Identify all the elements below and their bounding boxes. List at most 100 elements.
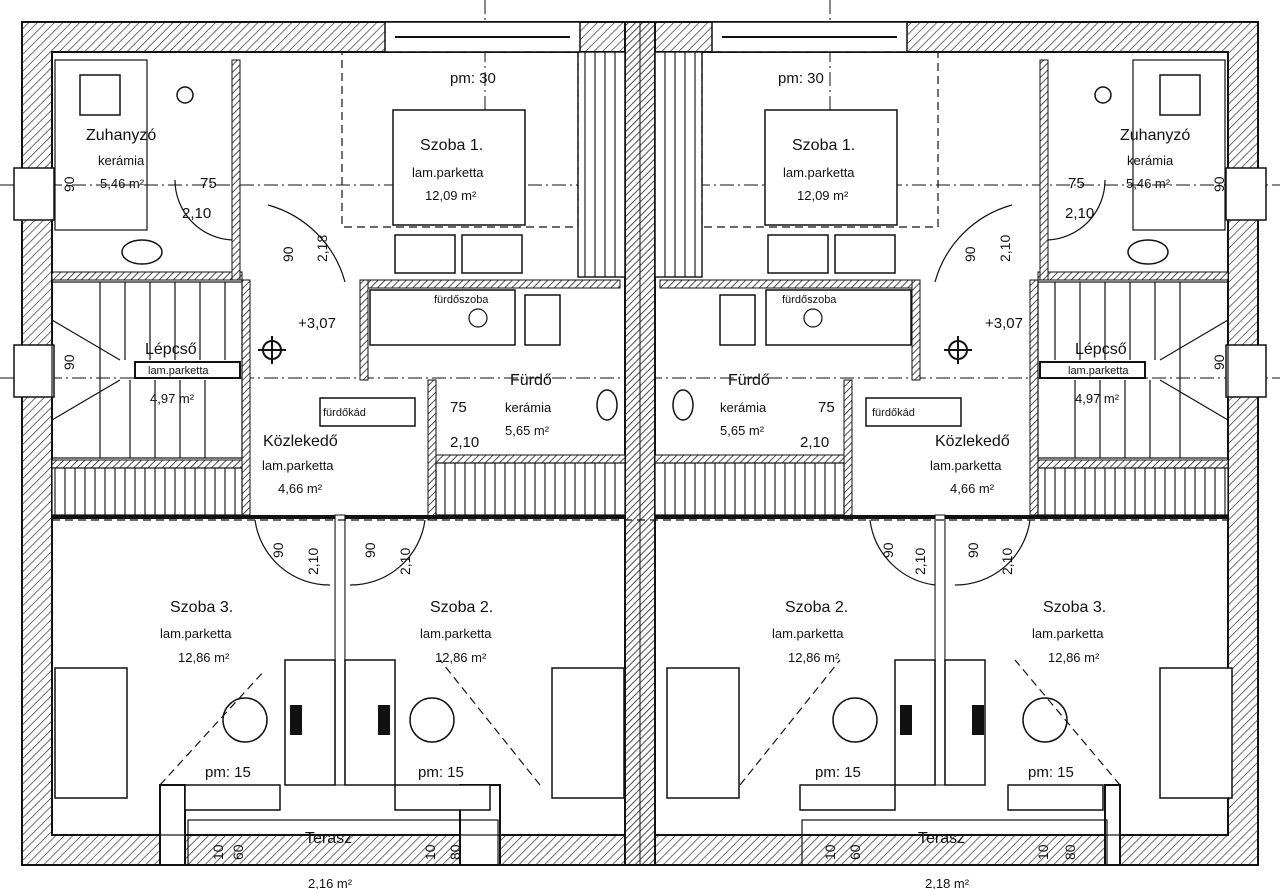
stairs-right-floor: lam.parketta: [1068, 365, 1129, 377]
dim-10: 10: [422, 844, 438, 860]
pm-right-top: pm: 30: [778, 70, 824, 87]
dim-90: 90: [270, 542, 286, 558]
dim-210: 2,10: [450, 434, 479, 451]
bath-sink-right: [672, 389, 694, 421]
level-right: +3,07: [985, 315, 1023, 332]
level-marker-left-icon: [258, 336, 286, 364]
dim-210: 2,10: [305, 548, 321, 575]
bed-room1-right: [764, 109, 898, 226]
door-arc: [1047, 179, 1106, 241]
room1-left-area: 12,09 m²: [425, 188, 477, 203]
wc-left: [79, 74, 121, 116]
door-arc: [869, 519, 936, 586]
shower-left-floor: kerámia: [98, 153, 145, 168]
wardrobe-right-2: [654, 462, 845, 516]
room3-left-area: 12,86 m²: [178, 650, 230, 665]
dim-90: 90: [962, 246, 978, 262]
dim-75: 75: [450, 399, 467, 416]
dim-210: 2,10: [912, 548, 928, 575]
door-arc: [267, 204, 346, 283]
dim-75: 75: [1068, 175, 1085, 192]
room2-right-area: 12,86 m²: [788, 650, 840, 665]
corridor-right-area: 4,66 m²: [950, 481, 995, 496]
cabinet-left: [319, 397, 416, 427]
room1-right-headroom: [701, 51, 939, 228]
room3-right-name: Szoba 3.: [1043, 599, 1106, 616]
bed-room3-left: [54, 667, 128, 799]
pm15-right-b: pm: 15: [1028, 764, 1074, 781]
dim-218: 2,18: [314, 235, 330, 262]
room1-left-floor: lam.parketta: [412, 165, 484, 180]
bath-left-floor: kerámia: [505, 400, 552, 415]
dim-10: 10: [1035, 844, 1051, 860]
chair-icon: [409, 697, 455, 743]
monitor-icon: [378, 705, 390, 735]
corridor-left-name: Közlekedő: [263, 433, 338, 450]
door-arc: [934, 204, 1013, 283]
bath-right-area: 5,65 m²: [720, 423, 765, 438]
shower-left: [54, 59, 148, 231]
corridor-right-name: Közlekedő: [935, 433, 1010, 450]
window-right-1: [1225, 167, 1267, 221]
dim-60: 60: [230, 844, 246, 860]
stairs-right-name: Lépcső: [1075, 341, 1127, 358]
monitor-icon: [290, 705, 302, 735]
shower-left-area: 5,46 m²: [100, 176, 145, 191]
bed-room3-right: [1159, 667, 1233, 799]
corridor-right-floor: lam.parketta: [930, 458, 1002, 473]
bathtub-left: [369, 289, 516, 346]
door-arc: [254, 519, 331, 586]
room1-left-name: Szoba 1.: [420, 137, 483, 154]
shower-right-floor: kerámia: [1127, 153, 1174, 168]
bath-right-floor: kerámia: [720, 400, 767, 415]
dim-210: 2,10: [182, 205, 211, 222]
window-left-1: [13, 167, 55, 221]
wardrobe-left-top: [577, 51, 626, 278]
shower-right-area: 5,46 m²: [1126, 176, 1171, 191]
wardrobe-left-1: [51, 467, 243, 516]
monitor-icon: [900, 705, 912, 735]
stairs-left-name: Lépcső: [145, 341, 197, 358]
dim-90: 90: [280, 246, 296, 262]
door-terrace-1: [184, 784, 281, 811]
dim-80: 80: [1062, 844, 1078, 860]
bath-sink-left: [596, 389, 618, 421]
dim-80: 80: [447, 844, 463, 860]
room3-left-name: Szoba 3.: [170, 599, 233, 616]
room3-left-floor: lam.parketta: [160, 626, 232, 641]
terrace-right-name: Terasz: [918, 830, 965, 847]
chair-icon: [222, 697, 268, 743]
room1-right-area: 12,09 m²: [797, 188, 849, 203]
bed-room1-left: [392, 109, 526, 226]
dim-210: 2,10: [999, 548, 1015, 575]
monitor-icon: [972, 705, 984, 735]
level-left: +3,07: [298, 315, 336, 332]
toilet-right: [719, 294, 756, 346]
pm15-left-a: pm: 15: [205, 764, 251, 781]
corridor-left-floor: lam.parketta: [262, 458, 334, 473]
door-arc: [954, 519, 1031, 586]
wardrobe-right-1: [1037, 467, 1229, 516]
toilet-left: [524, 294, 561, 346]
wardrobe-right-top: [654, 51, 703, 278]
bed-room2-left: [551, 667, 625, 799]
window-left-2: [13, 344, 55, 398]
room3-right-area: 12,86 m²: [1048, 650, 1100, 665]
stairs-left-floor: lam.parketta: [148, 365, 209, 377]
window-right-2: [1225, 344, 1267, 398]
pm-left-top: pm: 30: [450, 70, 496, 87]
dim-90: 90: [880, 542, 896, 558]
room3-right-floor: lam.parketta: [1032, 626, 1104, 641]
corridor-left-area: 4,66 m²: [278, 481, 323, 496]
chair-icon: [832, 697, 878, 743]
chair-icon: [1022, 697, 1068, 743]
bottom-dim-right: 2,18 m²: [925, 876, 970, 889]
bed-room2-right: [666, 667, 740, 799]
tub-left-label: fürdőszoba: [434, 294, 489, 306]
shower-right-name: Zuhanyzó: [1120, 127, 1190, 144]
dim-210: 2,10: [1065, 205, 1094, 222]
shower-left-name: Zuhanyzó: [86, 127, 156, 144]
dim-75: 75: [200, 175, 217, 192]
dim-60: 60: [847, 844, 863, 860]
